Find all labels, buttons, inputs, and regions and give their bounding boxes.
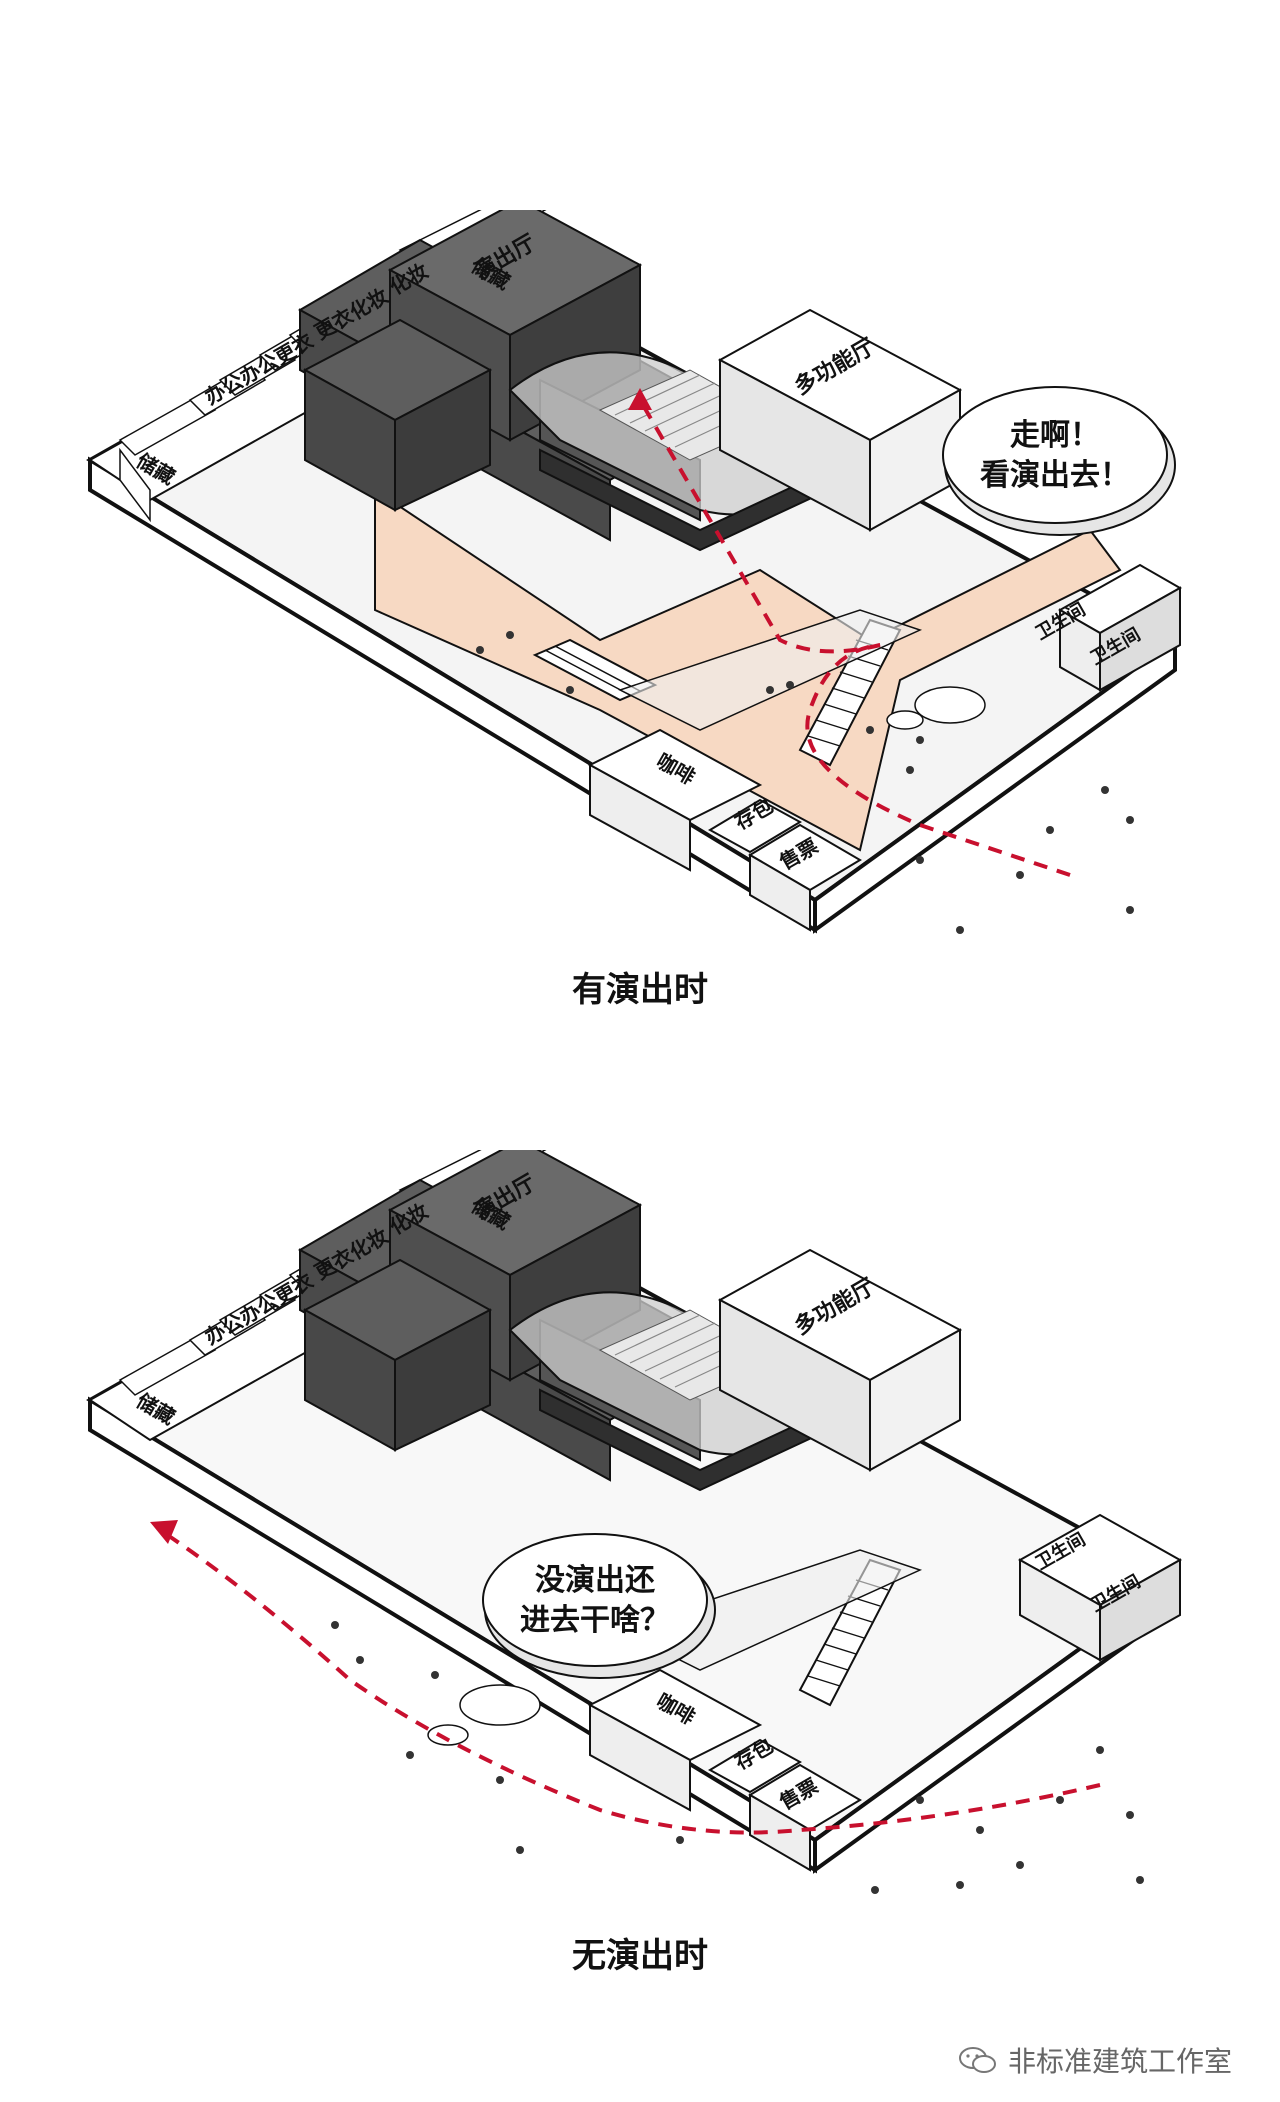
caption-without-performance: 无演出时 (572, 1936, 708, 1976)
bubble-line-2: 进去干啥？ (520, 1603, 670, 1638)
people-figures (476, 631, 1134, 934)
luggage-block (707, 798, 803, 854)
diagram-with-performance: 储藏 化妆 化妆 更衣 更衣 办公 办公 储藏 演出厅 多功能厅 卫生间 卫生间… (0, 210, 1280, 1070)
bubble-line-1: 走啊！ (1010, 418, 1100, 453)
bubble-line-1: 没演出还 (535, 1563, 656, 1598)
visitor-path (158, 1528, 1101, 1835)
people-figures (331, 1621, 1144, 1894)
isometric-plan-without-performance: 储藏 化妆 化妆 更衣 更衣 办公 办公 储藏 演出厅 多功能厅 卫生间 卫生间… (86, 1150, 1183, 1894)
wechat-icon (958, 2047, 996, 2073)
watermark-text: 非标准建筑工作室 (1007, 2045, 1232, 2078)
caption-with-performance: 有演出时 (572, 970, 708, 1010)
watermark: 非标准建筑工作室 (958, 2040, 1232, 2080)
speech-bubble (482, 1533, 708, 1667)
diagram-without-performance: 储藏 化妆 化妆 更衣 更衣 办公 办公 储藏 演出厅 多功能厅 卫生间 卫生间… (0, 1150, 1280, 2010)
bubble-line-2: 看演出去！ (980, 458, 1130, 493)
visitor-path (638, 398, 1071, 877)
speech-bubble (942, 386, 1168, 524)
isometric-plan-with-performance: 储藏 化妆 化妆 更衣 更衣 办公 办公 储藏 演出厅 多功能厅 卫生间 卫生间… (86, 210, 1183, 934)
luggage-block (707, 1738, 803, 1794)
path-arrow-head (150, 1520, 178, 1544)
path-arrow-head (628, 388, 652, 410)
